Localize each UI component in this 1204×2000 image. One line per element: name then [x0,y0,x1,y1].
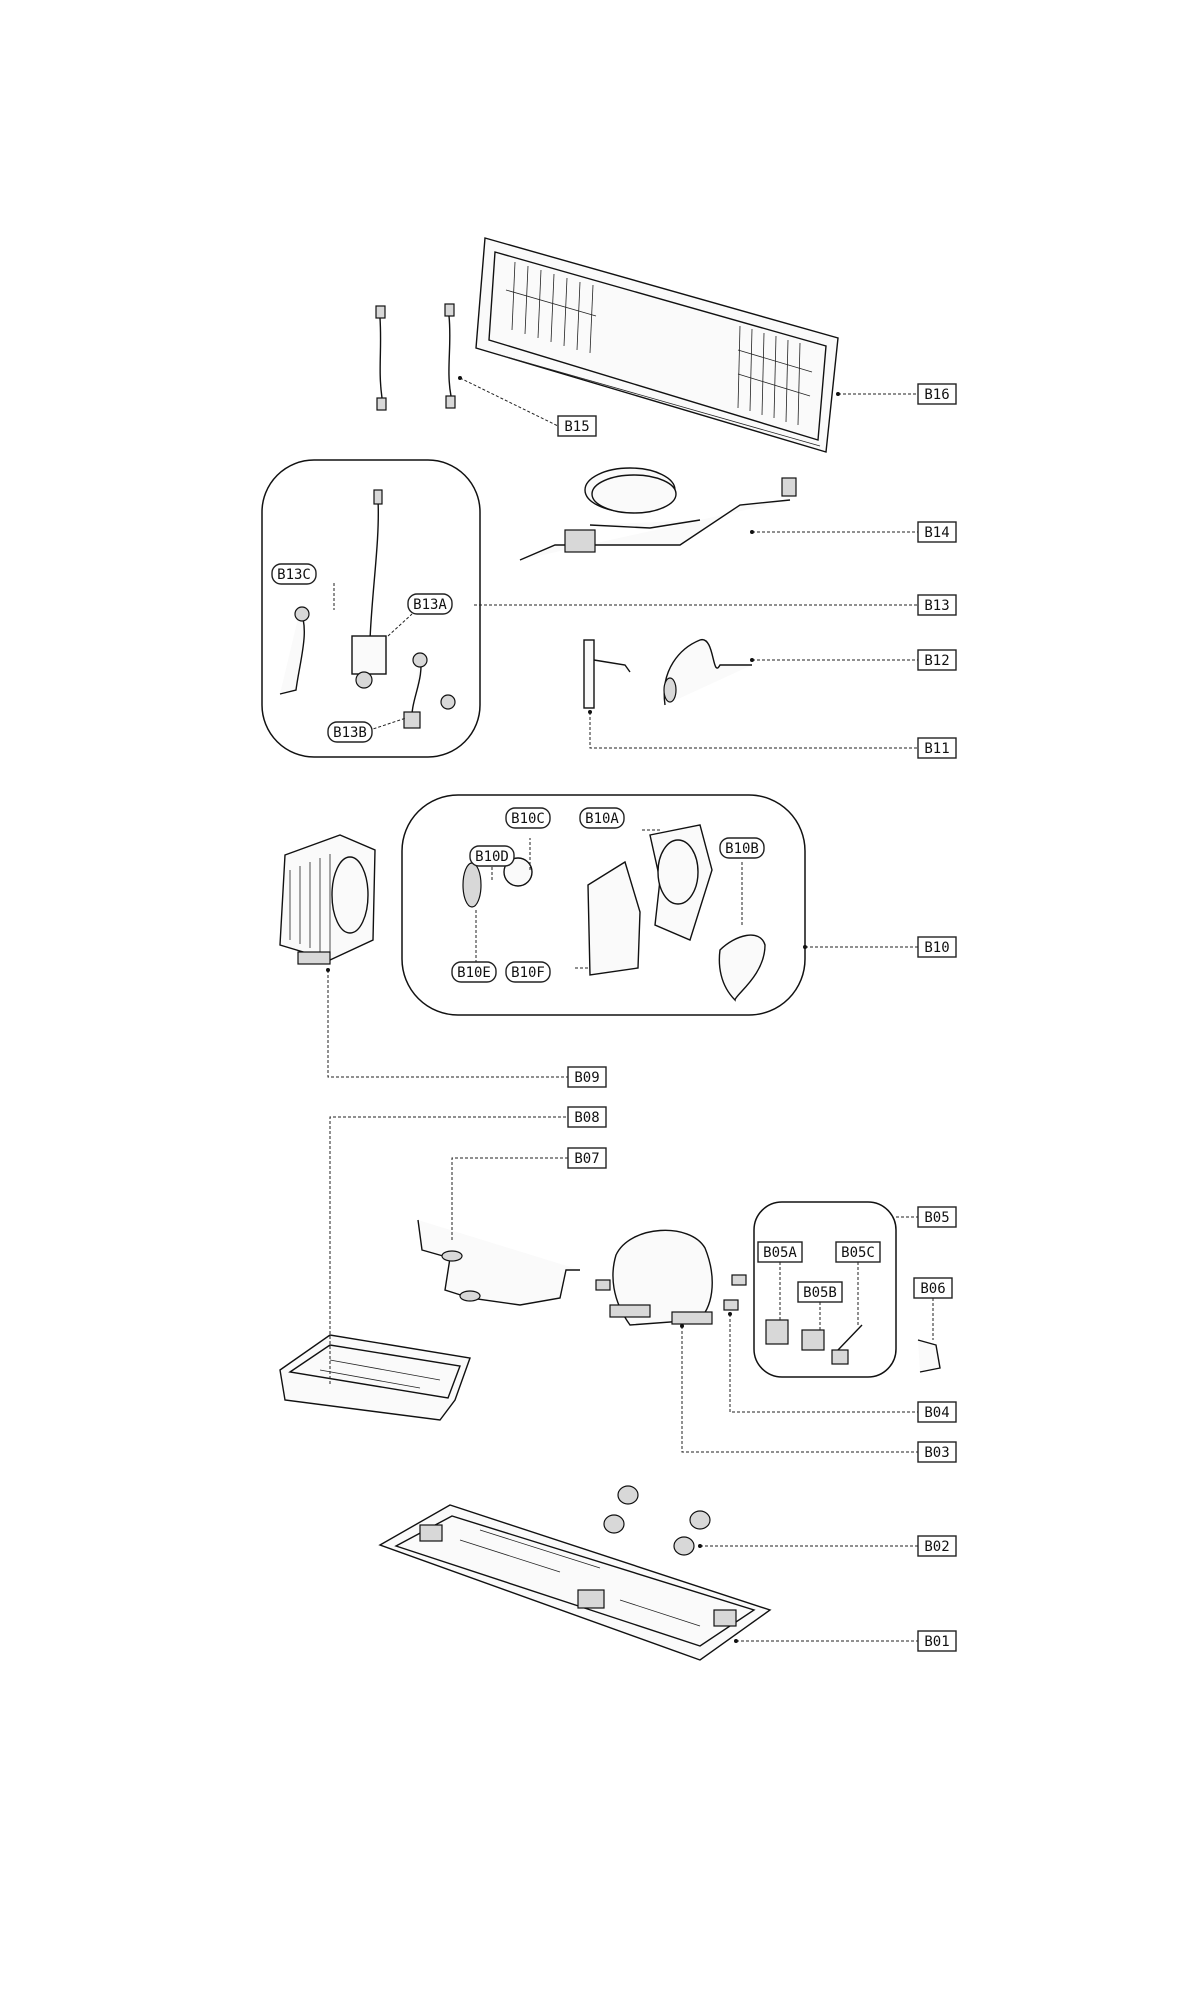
callout-b09: B09 [567,1066,607,1088]
label-b02: B02 [924,1539,949,1555]
part-b09-condenser [279,834,376,965]
label-b15: B15 [564,419,589,435]
callout-b13b: B13B [327,721,373,743]
part-b02-feet [603,1485,711,1556]
callout-b04: B04 [917,1401,957,1423]
part-b13-group [261,459,481,758]
callout-b13a: B13A [407,593,453,615]
callout-b05a: B05A [757,1241,803,1263]
label-b13c: B13C [277,567,311,583]
label-b10a: B10A [585,811,619,827]
label-b16: B16 [924,387,949,403]
leader-lines [327,377,934,1642]
callout-b11: B11 [917,737,957,759]
label-b12: B12 [924,653,949,669]
label-b10c: B10C [511,811,545,827]
label-b13b: B13B [333,725,367,741]
label-b11: B11 [924,741,949,757]
callout-b16: B16 [917,383,957,405]
label-b10: B10 [924,940,949,956]
label-b05a: B05A [763,1245,797,1261]
callout-b06: B06 [913,1277,953,1299]
label-b05: B05 [924,1210,949,1226]
part-b15-hoses [375,303,456,411]
label-b09: B09 [574,1070,599,1086]
callout-b07: B07 [567,1147,607,1169]
callout-b10: B10 [917,936,957,958]
part-b05-group [753,1201,897,1378]
callout-b10e: B10E [451,961,497,983]
label-b08: B08 [574,1110,599,1126]
leader-dots [326,376,840,1643]
part-b01-base-plate [378,1504,772,1661]
label-b10e: B10E [457,965,491,981]
callout-b10d: B10D [469,845,515,867]
label-b10f: B10F [511,965,545,981]
callout-b12: B12 [917,649,957,671]
callout-b13: B13 [917,594,957,616]
callout-b08: B08 [567,1106,607,1128]
callout-b05: B05 [917,1206,957,1228]
callout-b14: B14 [917,521,957,543]
label-b07: B07 [574,1151,599,1167]
part-compressor [595,1229,747,1326]
part-b07-tube [417,1219,580,1306]
callout-b13c: B13C [271,563,317,585]
part-b16-back-cover [475,237,839,453]
callout-b10b: B10B [719,837,765,859]
label-b05c: B05C [841,1245,875,1261]
part-b08-cover [279,1334,471,1421]
label-b06: B06 [920,1281,945,1297]
callout-b03: B03 [917,1441,957,1463]
label-b13: B13 [924,598,949,614]
callout-b05c: B05C [835,1241,881,1263]
part-b12-tube [663,639,752,706]
callout-b05b: B05B [797,1281,843,1303]
label-b14: B14 [924,525,949,541]
callout-b10f: B10F [505,961,551,983]
label-b04: B04 [924,1405,949,1421]
part-b06-wire [917,1339,941,1373]
callout-b10a: B10A [579,807,625,829]
callout-b15: B15 [557,415,597,437]
label-b10b: B10B [725,841,759,857]
callout-b10c: B10C [505,807,551,829]
callout-b01: B01 [917,1630,957,1652]
label-b13a: B13A [413,597,447,613]
part-b10-group [401,794,806,1016]
part-b11-drier [583,639,631,709]
part-b14-tube-assembly [519,467,797,561]
callout-b02: B02 [917,1535,957,1557]
label-b05b: B05B [803,1285,837,1301]
label-b01: B01 [924,1634,949,1650]
label-b03: B03 [924,1445,949,1461]
label-b10d: B10D [475,849,509,865]
